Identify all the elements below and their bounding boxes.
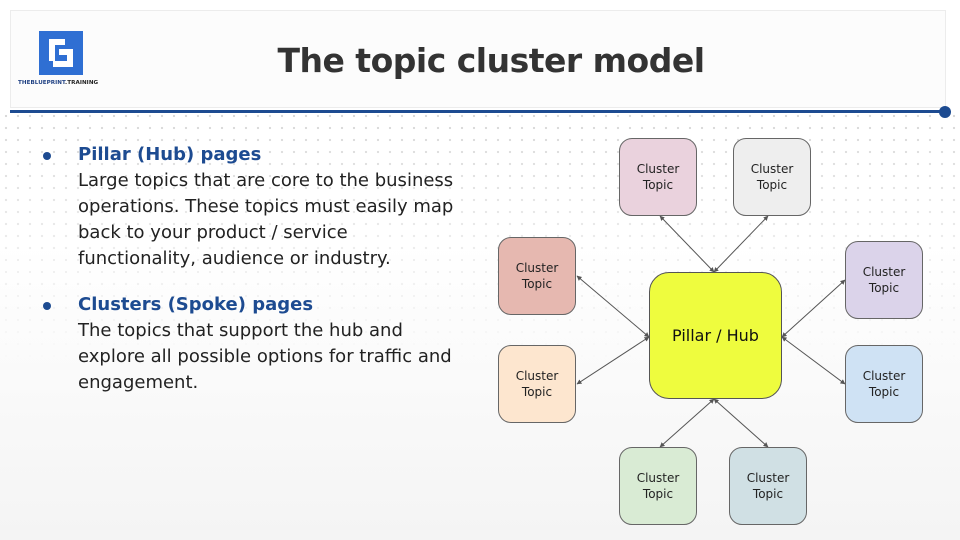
pillar-hub-node: Pillar / Hub [649,272,782,399]
brand-name-dark: .TRAINING [65,80,99,86]
node-label-line2: Topic [642,487,674,501]
header-divider [10,110,940,113]
connector-top-right [713,215,769,273]
connector-left-upper [576,275,650,338]
node-label-line2: Topic [868,281,900,295]
connector-bottom-left [659,398,715,448]
node-label-line2: Topic [752,487,784,501]
brand-name-blue: THEBLUEPRINT [18,80,66,86]
connector-right-upper [781,279,846,338]
node-label-line1: Cluster [515,369,559,383]
bullet-body: The topics that support the hub and expl… [78,320,452,393]
header-bar: THEBLUEPRINT.TRAINING The topic cluster … [10,10,946,108]
connector-left-lower [576,336,650,385]
bullet-dot [43,302,51,310]
node-label-line1: Cluster [750,162,794,176]
node-label-line1: Cluster [515,261,559,275]
node-label-line1: Cluster [636,162,680,176]
brand-name: THEBLUEPRINT.TRAINING [18,80,98,86]
connector-bottom-right [713,398,769,448]
bullet-list: Pillar (Hub) pages Large topics that are… [38,142,458,396]
node-label-line1: Cluster [862,369,906,383]
bullet-clusters: Clusters (Spoke) pages The topics that s… [38,292,458,396]
node-label-line2: Topic [642,178,674,192]
bullet-body: Large topics that are core to the busine… [78,170,454,269]
bullet-dot [43,152,51,160]
blueprint-logo-icon [39,31,83,79]
node-label-line2: Topic [868,385,900,399]
node-label-line2: Topic [756,178,788,192]
node-label-line1: Cluster [636,471,680,485]
node-label-line1: Cluster [746,471,790,485]
bullet-pillar: Pillar (Hub) pages Large topics that are… [38,142,458,272]
node-label-line2: Topic [521,277,553,291]
bullet-heading: Pillar (Hub) pages [78,144,262,165]
page-title: The topic cluster model [277,41,705,80]
connector-lines [576,215,846,448]
connector-top-left [659,215,715,273]
connector-right-lower [781,336,846,385]
bullet-heading: Clusters (Spoke) pages [78,294,314,315]
divider-end-dot [939,106,951,118]
node-label-line1: Cluster [862,265,906,279]
node-label-line2: Topic [521,385,553,399]
